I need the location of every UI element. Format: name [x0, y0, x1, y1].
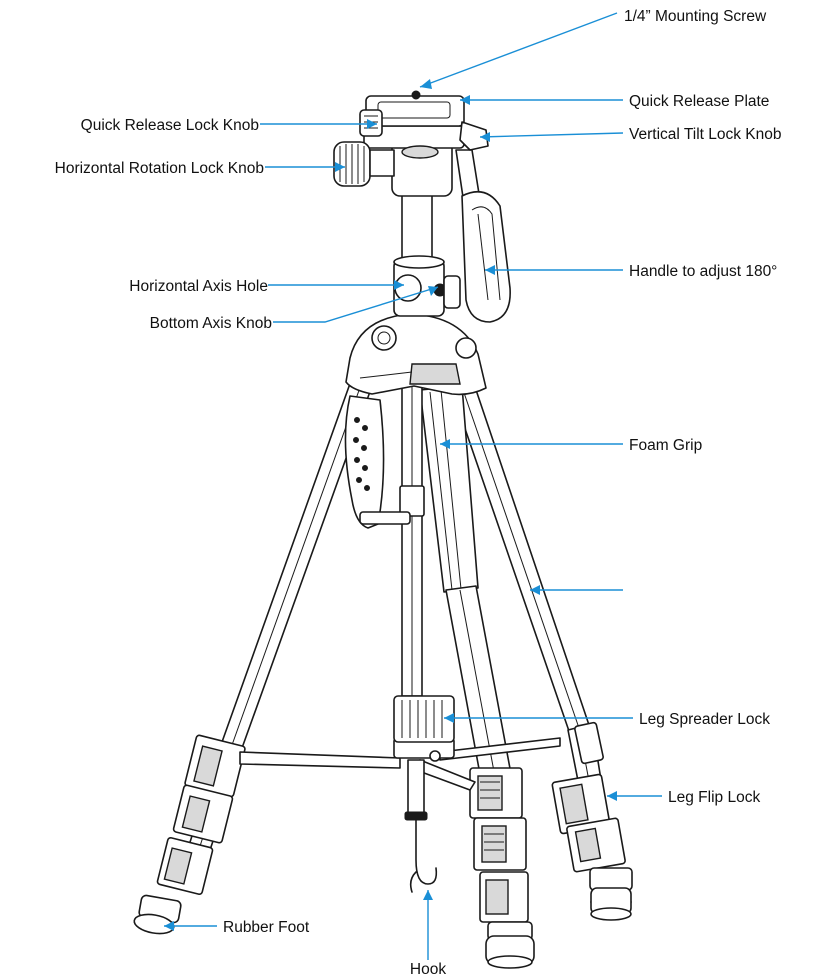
leg-spreader-lock-collar [393, 695, 455, 743]
left-leg [133, 377, 373, 935]
center-leg-lock [469, 767, 529, 923]
label-horizontal-rotation-lock-knob: Horizontal Rotation Lock Knob [55, 160, 264, 177]
right-leg [449, 377, 633, 921]
left-rubber-foot [133, 894, 182, 935]
label-vertical-tilt-lock-knob: Vertical Tilt Lock Knob [629, 126, 782, 143]
pan-handle [455, 149, 511, 323]
label-foam-grip: Foam Grip [629, 437, 702, 454]
tripod-illustration [133, 90, 633, 969]
center-leg [419, 385, 535, 969]
label-leg-flip-lock: Leg Flip Lock [668, 789, 760, 806]
leader-lines [164, 12, 662, 960]
foam-grip-handle [344, 395, 411, 529]
label-rubber-foot: Rubber Foot [223, 919, 310, 936]
leg-spreader [239, 737, 561, 791]
leader-vertical-tilt-lock-knob [479, 132, 624, 138]
label-quick-release-lock-knob: Quick Release Lock Knob [81, 117, 259, 134]
right-rubber-foot [589, 867, 633, 921]
mounting-screw-shape [411, 90, 421, 100]
leader-mounting-screw [419, 12, 618, 88]
left-leg-lock [156, 734, 246, 896]
horizontal-rotation-lock-knob-shape [333, 141, 395, 187]
label-hook: Hook [410, 961, 446, 978]
label-quick-release-plate: Quick Release Plate [629, 93, 769, 110]
label-bottom-axis-knob: Bottom Axis Knob [150, 315, 272, 332]
label-mounting-screw: 1/4” Mounting Screw [624, 8, 767, 25]
right-leg-flip-lock [551, 721, 626, 873]
label-horizontal-axis-hole: Horizontal Axis Hole [129, 278, 268, 295]
label-handle: Handle to adjust 180° [629, 263, 777, 280]
hook-shape [415, 819, 438, 885]
label-leg-spreader-lock: Leg Spreader Lock [639, 711, 770, 728]
vertical-tilt-lock-knob-shape [459, 121, 489, 151]
center-rubber-foot [485, 921, 535, 969]
leader-bottom-axis-knob [273, 286, 439, 323]
labels: 1/4” Mounting Screw Quick Release Plate … [55, 8, 782, 978]
leg-hub [345, 313, 487, 396]
pan-tilt-head [333, 90, 489, 197]
horizontal-axis-hole-shape [394, 274, 422, 302]
